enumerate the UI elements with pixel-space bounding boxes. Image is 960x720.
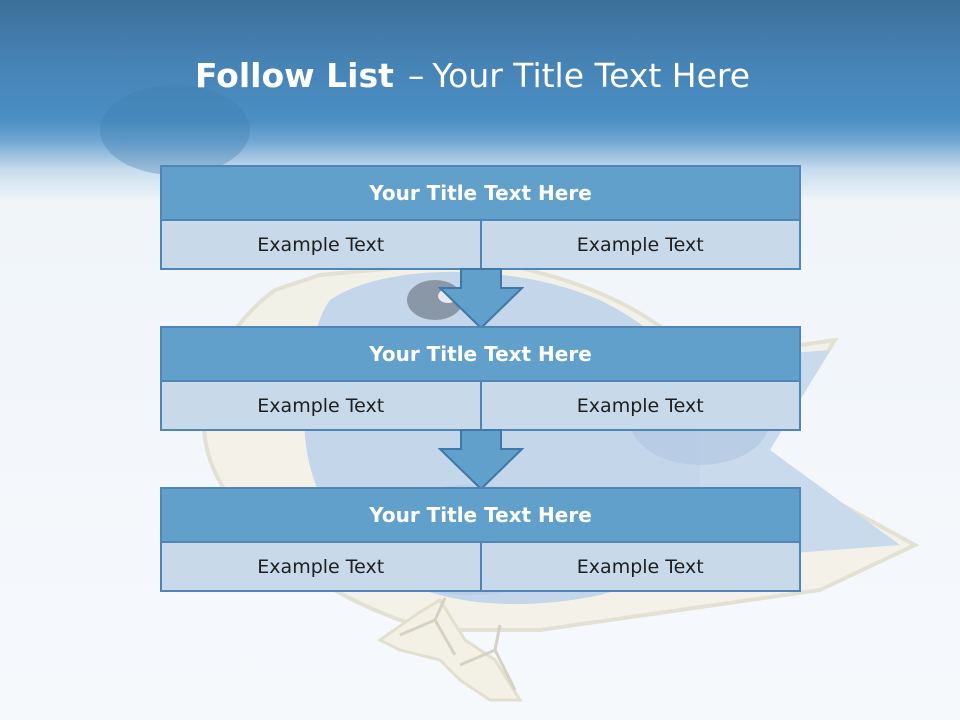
slide-title-rest: Your Title Text Here	[432, 56, 751, 95]
block-title: Your Title Text Here	[160, 487, 801, 543]
block-cell-left: Example Text	[160, 382, 482, 431]
list-block-1: Your Title Text Here Example Text Exampl…	[160, 165, 801, 270]
block-title: Your Title Text Here	[160, 326, 801, 382]
block-cell-left: Example Text	[160, 543, 482, 592]
block-cell-right: Example Text	[481, 382, 801, 431]
list-block-3: Your Title Text Here Example Text Exampl…	[160, 487, 801, 592]
slide-title-bold: Follow List	[194, 56, 394, 95]
down-arrow-icon	[438, 429, 524, 491]
block-row: Example Text Example Text	[160, 382, 801, 431]
down-arrow-icon	[438, 268, 524, 330]
block-row: Example Text Example Text	[160, 221, 801, 270]
list-block-2: Your Title Text Here Example Text Exampl…	[160, 326, 801, 431]
block-cell-right: Example Text	[481, 221, 801, 270]
block-cell-right: Example Text	[481, 543, 801, 592]
slide-title: Follow List–Your Title Text Here	[0, 52, 945, 100]
block-cell-left: Example Text	[160, 221, 482, 270]
block-title: Your Title Text Here	[160, 165, 801, 221]
slide-title-dash: –	[407, 56, 425, 95]
block-row: Example Text Example Text	[160, 543, 801, 592]
